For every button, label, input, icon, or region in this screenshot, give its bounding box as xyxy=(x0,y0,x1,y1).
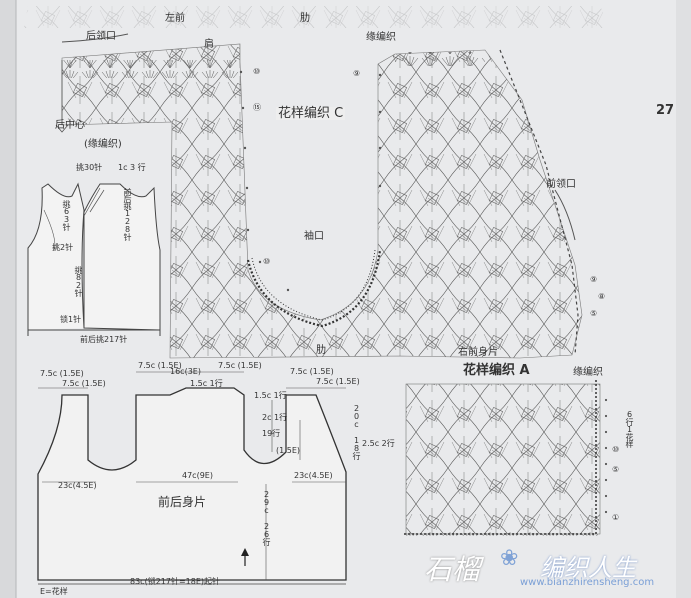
dim: 7.5c (1.5E) xyxy=(138,361,182,370)
dim: E=花样 xyxy=(40,587,68,596)
dim: 23c(4.5E) xyxy=(294,471,333,480)
watermark-brand-left: 石榴 xyxy=(424,553,481,586)
body-piece-outline xyxy=(37,371,347,585)
row-marker: ⑤ xyxy=(590,309,598,318)
watermark-logo-icon: ❀ xyxy=(500,546,519,571)
vest-pick-side: 挑63针 xyxy=(62,200,71,230)
row-marker: ⑨ xyxy=(353,69,361,78)
page-fold-shadow xyxy=(676,0,691,598)
dim: 7.5c (1.5E) xyxy=(290,367,334,376)
chart-a-edge xyxy=(404,380,597,535)
dim: 2.5c 2行 xyxy=(362,439,395,448)
front-neck-curve xyxy=(554,189,576,241)
dim: 1.5c 1行 xyxy=(254,391,287,400)
back-neck-curve xyxy=(61,33,129,43)
dim: 47c(9E) xyxy=(182,471,213,480)
body-piece-title: 前后身片 xyxy=(158,495,207,509)
vest-front-edge: 前后挑128针 xyxy=(123,188,132,240)
front-neck-label: 前领口 xyxy=(546,179,576,190)
dim: 1.5c 1行 xyxy=(190,379,223,388)
armhole-edge xyxy=(246,249,382,328)
front-edge-fans xyxy=(499,49,579,356)
row-marker: ⑧ xyxy=(598,292,606,301)
vest-pick-82: 挑82针 xyxy=(74,266,83,296)
row-number-dots xyxy=(239,70,382,292)
row-marker: ⑮ xyxy=(253,103,261,112)
shoulder-label: 肩 xyxy=(204,39,214,50)
chart-c-region xyxy=(61,43,583,359)
top-left-front-label: 左前 xyxy=(165,13,185,24)
dim: 23c(4.5E) xyxy=(58,481,97,490)
row-marker: ⑩ xyxy=(263,257,271,266)
edge-right-label: 缘编织 xyxy=(573,367,603,378)
top-side-label: 肋 xyxy=(300,13,310,24)
page-number: 27 xyxy=(656,103,675,118)
edge-top-label: 缘编织 xyxy=(366,32,396,43)
chart-a-title: 花样编织 A xyxy=(463,363,530,378)
armhole-label: 袖口 xyxy=(304,231,324,242)
back-neck-label: 后领口 xyxy=(86,31,116,42)
vest-pick-2: 挑2针 xyxy=(52,243,74,252)
vest-lock: 锁1针 xyxy=(60,315,82,324)
row-marker: ⑤ xyxy=(612,465,620,474)
dim: 7.5c (1.5E) xyxy=(316,377,360,386)
right-front-label: 右前身片 xyxy=(458,347,498,358)
dim: 20c 18行 xyxy=(352,404,361,459)
vest-bottom: 前后挑217针 xyxy=(80,335,128,344)
vest-diagram xyxy=(27,182,161,336)
vest-rows-top: 1c 3 行 xyxy=(118,163,146,172)
dim: 7.5c (1.5E) xyxy=(218,361,262,370)
chart-c-title: 花样编织 C xyxy=(276,106,346,121)
dim: 2c 1行 xyxy=(262,413,288,422)
watermark-brand-right: 编织人生 xyxy=(540,554,636,582)
armhole-edge-inner xyxy=(251,249,376,321)
edge-left-label: (缘编织) xyxy=(84,139,122,150)
watermark-url: www.bianzhirensheng.com xyxy=(520,577,655,588)
dim: 83c(锁217针=18E)起针 xyxy=(130,577,221,586)
dim: 7.5c (1.5E) xyxy=(40,369,84,378)
dim: 7.5c (1.5E) xyxy=(62,379,106,388)
row-marker: ⑨ xyxy=(590,275,598,284)
chart-a-region xyxy=(405,383,601,535)
row-marker: ⑩ xyxy=(612,445,620,454)
dim: 19行 xyxy=(262,429,281,438)
chart-a-ticks xyxy=(604,398,608,514)
vest-pick-top: 挑30针 xyxy=(76,163,103,172)
back-center-label: 后中心 xyxy=(55,120,85,131)
row-marker: ⑩ xyxy=(253,67,261,76)
dim: 16c(3E) xyxy=(170,367,201,376)
side-label: 肋 xyxy=(316,345,326,356)
chart-a-repeat: 6行1花样 xyxy=(625,410,634,447)
row-marker: ① xyxy=(612,513,620,522)
dim: 29c 26行 xyxy=(262,490,271,545)
dim: (1.5E) xyxy=(276,446,301,455)
